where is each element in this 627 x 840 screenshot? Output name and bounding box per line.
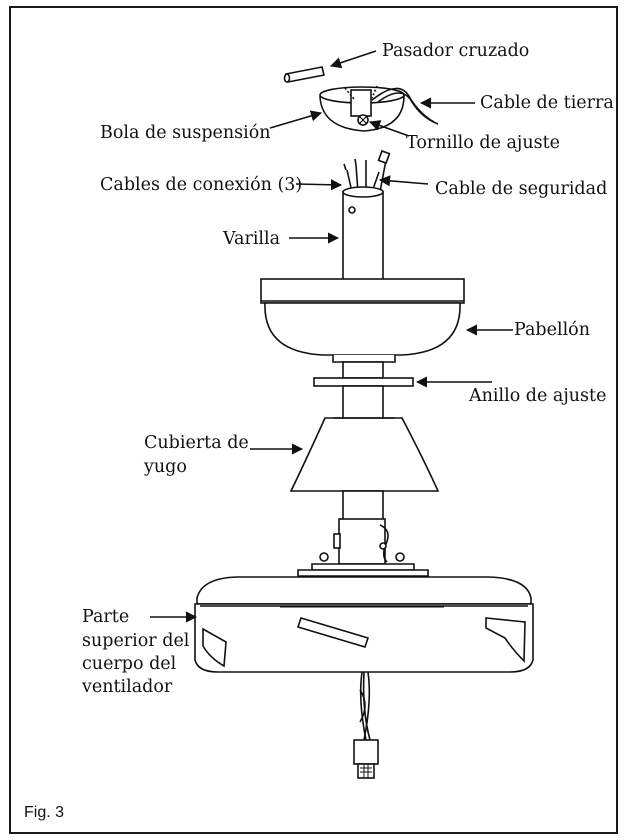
downrod-segment	[342, 361, 384, 379]
label-yoke-cover-2: yugo	[143, 457, 187, 477]
label-connection-wires: Cables de conexión (3)	[100, 175, 302, 195]
cross-pin	[283, 66, 325, 83]
label-canopy: Pabellón	[514, 320, 590, 340]
label-cross-pin: Pasador cruzado	[382, 41, 529, 61]
fan-motor-housing	[194, 576, 534, 673]
label-safety-cable: Cable de seguridad	[435, 179, 607, 199]
label-motor-top-3: cuerpo del	[82, 654, 177, 674]
figure-caption: Fig. 3	[24, 804, 64, 821]
label-ground-wire: Cable de tierra	[480, 93, 614, 113]
blade-slot	[485, 617, 526, 663]
arrow-cross-pin	[329, 50, 377, 69]
adjustment-ring	[313, 377, 414, 387]
blade-slot	[202, 627, 227, 668]
label-adjustment-ring: Anillo de ajuste	[468, 386, 606, 406]
yoke-cover	[289, 417, 440, 492]
label-set-screw: Tornillo de ajuste	[406, 133, 560, 153]
safety-cable-clip	[377, 149, 391, 165]
downrod	[342, 186, 384, 283]
downrod-segment	[342, 490, 384, 524]
ground-wire	[371, 87, 439, 125]
lower-wiring	[359, 671, 371, 741]
arrow-safety-cable	[378, 175, 429, 187]
arrow-set-screw	[368, 120, 410, 137]
label-hanger-ball: Bola de suspensión	[100, 123, 271, 143]
label-motor-top-4: ventilador	[81, 677, 173, 697]
motor-coupling	[297, 518, 429, 577]
arrow-hanger-ball	[269, 110, 323, 129]
label-motor-top-2: superior del	[82, 631, 190, 651]
hanger-ball	[319, 85, 405, 132]
downrod-segment	[342, 385, 384, 420]
figure-frame	[9, 6, 618, 834]
canopy	[260, 278, 465, 363]
label-downrod: Varilla	[222, 229, 280, 249]
wire-connector	[353, 739, 379, 779]
label-motor-top-1: Parte	[82, 607, 129, 627]
blade-slot	[296, 617, 370, 648]
label-yoke-cover-1: Cubierta de	[144, 433, 249, 453]
arrow-connection-wires	[295, 179, 343, 191]
